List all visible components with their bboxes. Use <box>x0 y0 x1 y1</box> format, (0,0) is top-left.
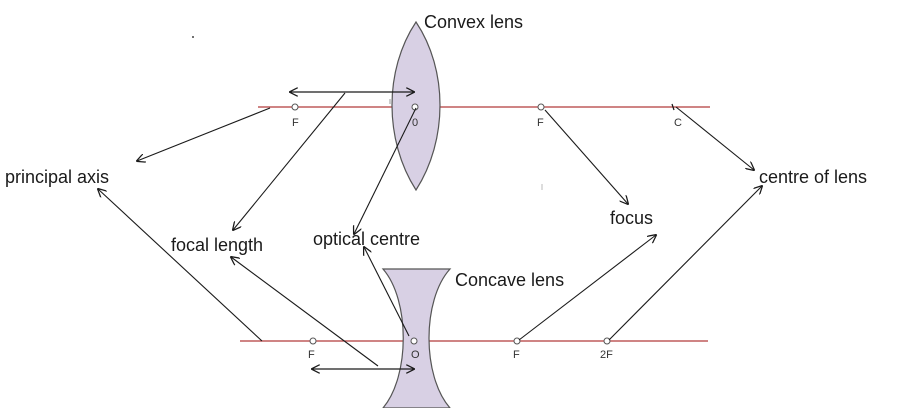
arrow-2f-to-centre-of-lens <box>608 186 762 341</box>
arrow-bottom-span-to-focal-length <box>231 257 379 367</box>
arrow-c-to-centre-of-lens <box>675 106 754 170</box>
arrow-top-axis-to-principal-axis <box>137 107 271 161</box>
bottom-optical-centre-point <box>410 337 418 345</box>
bottom-2f-point <box>603 337 611 345</box>
optical-centre-label: optical centre <box>313 229 421 249</box>
bottom-2f-label: 2F <box>600 349 613 361</box>
bottom-focus-left-point <box>309 337 317 345</box>
top-c-label: C <box>674 117 682 129</box>
bottom-f-left-label: F <box>308 349 315 361</box>
stray-dot <box>192 36 194 38</box>
top-f-left-label: F <box>292 117 299 129</box>
focal-length-label: focal length <box>171 235 264 255</box>
arrow-bottom-centre-to-optical-centre <box>364 247 410 337</box>
bottom-o-label: O <box>411 349 420 361</box>
top-focus-left-point <box>291 103 299 111</box>
principal-axis-label: principal axis <box>5 167 110 187</box>
top-c-tick <box>671 103 675 111</box>
arrow-top-centre-to-optical-centre <box>354 107 417 234</box>
concave-lens-label: Concave lens <box>455 270 565 290</box>
top-o-label: 0 <box>412 117 419 129</box>
arrow-top-f-to-focus <box>544 109 628 204</box>
top-focus-right-point <box>537 103 545 111</box>
arrow-top-span-to-focal-length <box>233 92 346 230</box>
bottom-focus-right-point <box>513 337 521 345</box>
arrow-bottom-axis-to-principal-axis <box>98 189 263 342</box>
focus-label: focus <box>610 208 654 228</box>
concave-lens-shape <box>381 268 452 408</box>
convex-lens-label: Convex lens <box>424 12 524 32</box>
arrow-bottom-f-to-focus <box>518 235 656 341</box>
top-f-right-label: F <box>537 117 544 129</box>
bottom-f-right-label: F <box>513 349 520 361</box>
centre-of-lens-label: centre of lens <box>759 167 868 187</box>
